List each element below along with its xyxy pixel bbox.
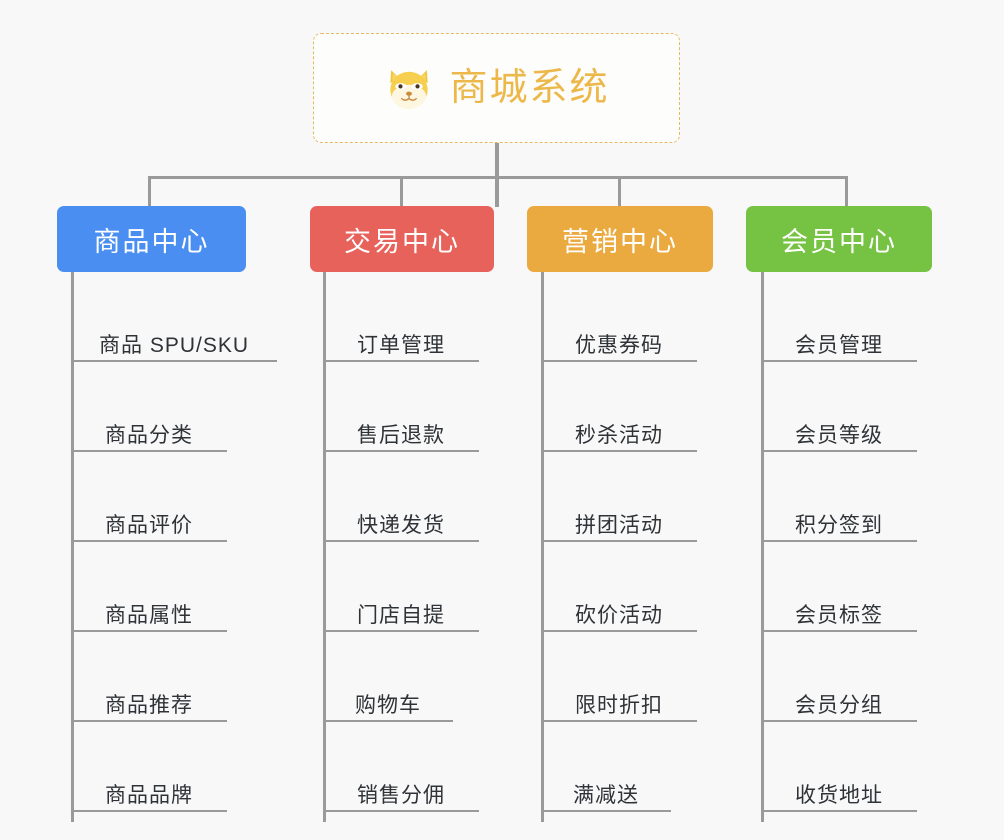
- branch-header-营销中心[interactable]: 营销中心: [527, 206, 713, 272]
- leaf-item[interactable]: 购物车: [323, 632, 453, 722]
- branch-header-会员中心[interactable]: 会员中心: [746, 206, 932, 272]
- leaf-item-label: 商品 SPU/SKU: [98, 333, 250, 357]
- branch-drop-connector-1: [148, 176, 151, 209]
- root-title: 商城系统: [449, 67, 610, 109]
- leaf-item-label: 快递发货: [357, 513, 445, 537]
- leaf-item-label: 商品分类: [105, 423, 193, 447]
- branch-header-交易中心[interactable]: 交易中心: [310, 206, 494, 272]
- leaf-spine: [541, 272, 544, 822]
- leaf-spine: [761, 272, 764, 822]
- leaf-item[interactable]: 优惠券码: [541, 272, 697, 362]
- root-node[interactable]: 商城系统: [313, 33, 680, 143]
- leaf-item-label: 商品属性: [105, 603, 193, 627]
- leaf-spine: [71, 272, 74, 822]
- leaf-item-label: 商品品牌: [105, 783, 193, 807]
- leaf-item[interactable]: 砍价活动: [541, 542, 697, 632]
- leaf-item-label: 购物车: [355, 693, 421, 717]
- leaf-item-label: 商品推荐: [105, 693, 193, 717]
- branch-header-label: 商品中心: [93, 226, 210, 257]
- branch-drop-connector-3: [618, 176, 621, 209]
- leaf-item[interactable]: 满减送: [541, 722, 671, 812]
- leaf-item-label: 门店自提: [357, 603, 445, 627]
- leaf-spine: [323, 272, 326, 822]
- leaf-item[interactable]: 商品属性: [71, 542, 227, 632]
- leaf-item[interactable]: 积分签到: [761, 452, 917, 542]
- branch-header-商品中心[interactable]: 商品中心: [57, 206, 246, 272]
- leaf-item[interactable]: 门店自提: [323, 542, 479, 632]
- leaf-item-label: 满减送: [573, 783, 639, 807]
- leaf-item[interactable]: 会员管理: [761, 272, 917, 362]
- leaf-item-label: 售后退款: [357, 423, 445, 447]
- leaf-item[interactable]: 会员标签: [761, 542, 917, 632]
- leaf-item-label: 砍价活动: [575, 603, 663, 627]
- leaf-item[interactable]: 商品推荐: [71, 632, 227, 722]
- root-stem-connector: [495, 143, 499, 207]
- leaf-item[interactable]: 销售分佣: [323, 722, 479, 812]
- leaf-item[interactable]: 秒杀活动: [541, 362, 697, 452]
- leaf-item[interactable]: 订单管理: [323, 272, 479, 362]
- leaf-item[interactable]: 商品 SPU/SKU: [71, 272, 277, 362]
- leaf-item-label: 会员标签: [795, 603, 883, 627]
- branch-header-label: 交易中心: [344, 226, 460, 257]
- branch-drop-connector-2: [400, 176, 403, 209]
- leaf-item-label: 秒杀活动: [575, 423, 663, 447]
- leaf-item-label: 收货地址: [795, 783, 883, 807]
- leaf-item-label: 商品评价: [105, 513, 193, 537]
- branch-drop-connector-4: [845, 176, 848, 209]
- leaf-item[interactable]: 售后退款: [323, 362, 479, 452]
- leaf-item-label: 拼团活动: [575, 513, 663, 537]
- leaf-item-label: 会员分组: [795, 693, 883, 717]
- leaf-item-label: 会员管理: [795, 333, 883, 357]
- leaf-item-label: 限时折扣: [575, 693, 663, 717]
- leaf-item-label: 订单管理: [357, 333, 445, 357]
- leaf-item[interactable]: 快递发货: [323, 452, 479, 542]
- shiba-dog-icon: [390, 70, 429, 110]
- leaf-item[interactable]: 收货地址: [761, 722, 917, 812]
- leaf-item[interactable]: 商品品牌: [71, 722, 227, 812]
- leaf-item-label: 会员等级: [795, 423, 883, 447]
- leaf-item[interactable]: 商品分类: [71, 362, 227, 452]
- branch-header-label: 会员中心: [781, 226, 897, 257]
- leaf-item[interactable]: 拼团活动: [541, 452, 697, 542]
- leaf-item-label: 优惠券码: [575, 333, 663, 357]
- leaf-item-label: 积分签到: [795, 513, 883, 537]
- horizontal-bus-connector: [148, 176, 848, 179]
- leaf-item-label: 销售分佣: [357, 783, 445, 807]
- leaf-item[interactable]: 限时折扣: [541, 632, 697, 722]
- leaf-item[interactable]: 会员等级: [761, 362, 917, 452]
- leaf-item[interactable]: 会员分组: [761, 632, 917, 722]
- branch-header-label: 营销中心: [562, 226, 678, 257]
- leaf-item[interactable]: 商品评价: [71, 452, 227, 542]
